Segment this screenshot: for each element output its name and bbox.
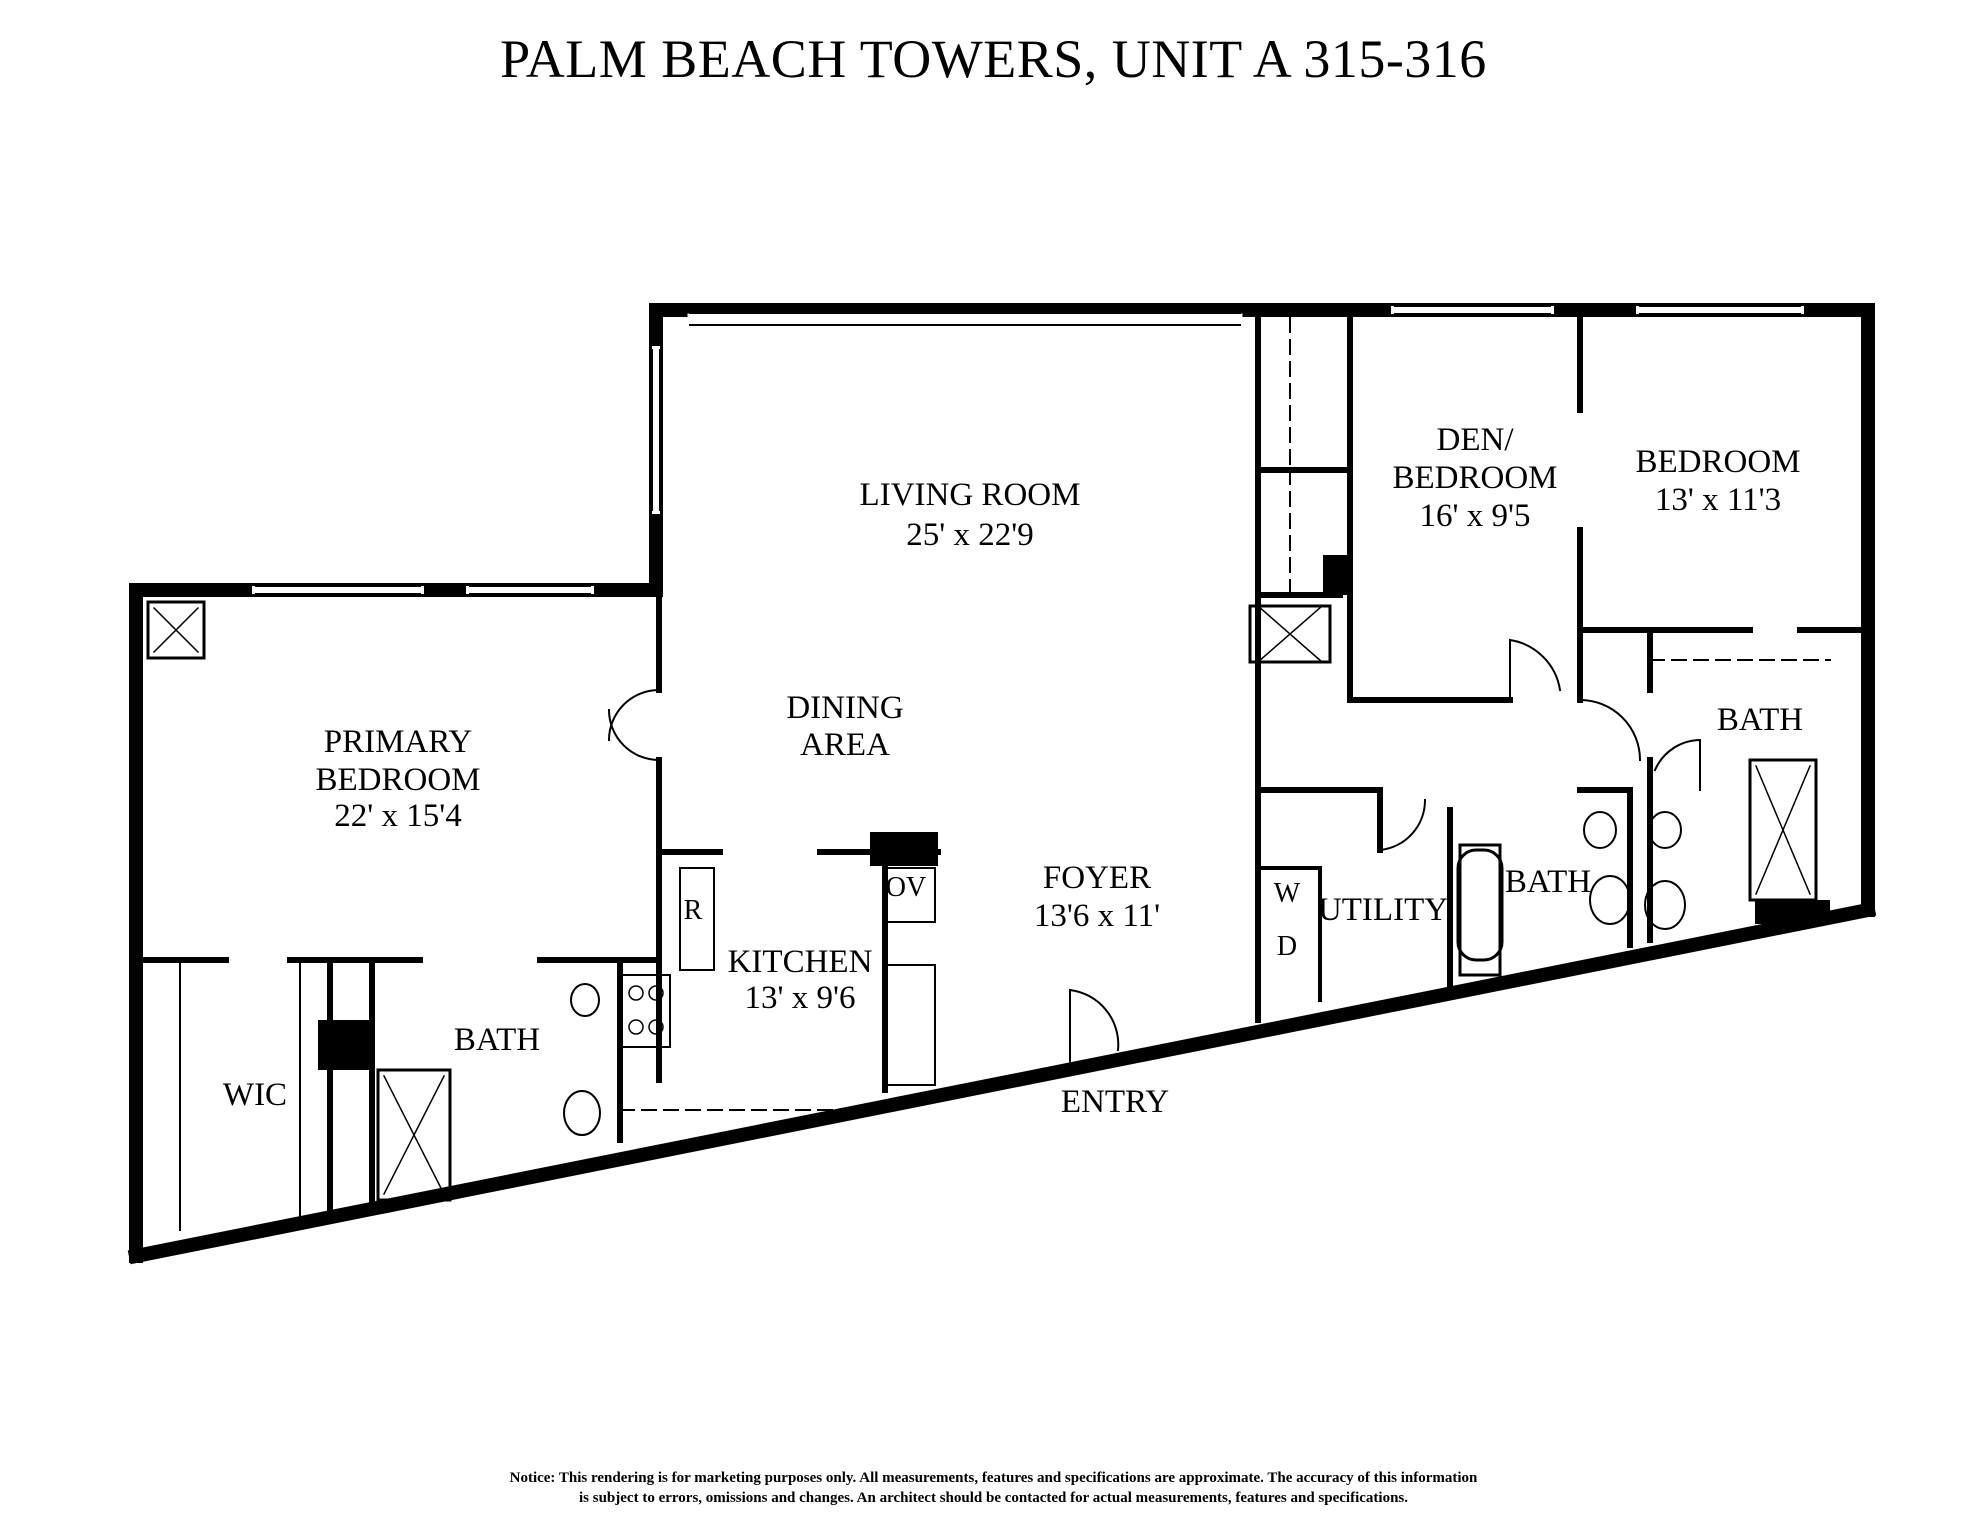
dining-area-label-2: AREA <box>800 727 890 763</box>
bedroom-name: BEDROOM <box>1635 444 1800 480</box>
den-bedroom-dimensions: 16' x 9'5 <box>1420 498 1531 534</box>
notice-line-2: is subject to errors, omissions and chan… <box>579 1490 1408 1506</box>
den-bedroom-label-1: DEN/ <box>1437 422 1515 458</box>
solid-wall-blocks <box>318 555 1830 1070</box>
living-room-dimensions: 25' x 22'9 <box>906 517 1033 553</box>
wic-name: WIC <box>223 1077 287 1113</box>
bedroom-bath-name: BATH <box>1717 702 1803 738</box>
plan-title: PALM BEACH TOWERS, UNIT A 315-316 <box>500 29 1487 89</box>
oven-label: OV <box>886 872 926 903</box>
kitchen-dimensions: 13' x 9'6 <box>745 980 856 1016</box>
hall-bath-name: BATH <box>1505 864 1591 900</box>
dryer-label: D <box>1277 931 1297 962</box>
primary-bedroom-label-1: PRIMARY <box>324 724 473 760</box>
washer-label: W <box>1274 878 1301 909</box>
primary-bedroom-dimensions: 22' x 15'4 <box>334 798 461 834</box>
disclaimer-notice: Notice: This rendering is for marketing … <box>0 1468 1987 1508</box>
kitchen-name: KITCHEN <box>728 944 873 980</box>
primary-bath-name: BATH <box>454 1022 540 1058</box>
dining-area-label-1: DINING <box>786 690 903 726</box>
entry-name: ENTRY <box>1061 1084 1169 1120</box>
bedroom-dimensions: 13' x 11'3 <box>1655 482 1781 518</box>
primary-bedroom-label-2: BEDROOM <box>315 762 480 798</box>
living-room-name: LIVING ROOM <box>860 477 1081 513</box>
notice-line-1: Notice: This rendering is for marketing … <box>509 1470 1478 1486</box>
floor-plan-walls <box>127 303 1877 1265</box>
foyer-dimensions: 13'6 x 11' <box>1034 898 1160 934</box>
utility-name: UTILITY <box>1318 892 1448 928</box>
refrigerator-label: R <box>684 895 703 926</box>
foyer-name: FOYER <box>1043 860 1151 896</box>
den-bedroom-label-2: BEDROOM <box>1392 460 1557 496</box>
